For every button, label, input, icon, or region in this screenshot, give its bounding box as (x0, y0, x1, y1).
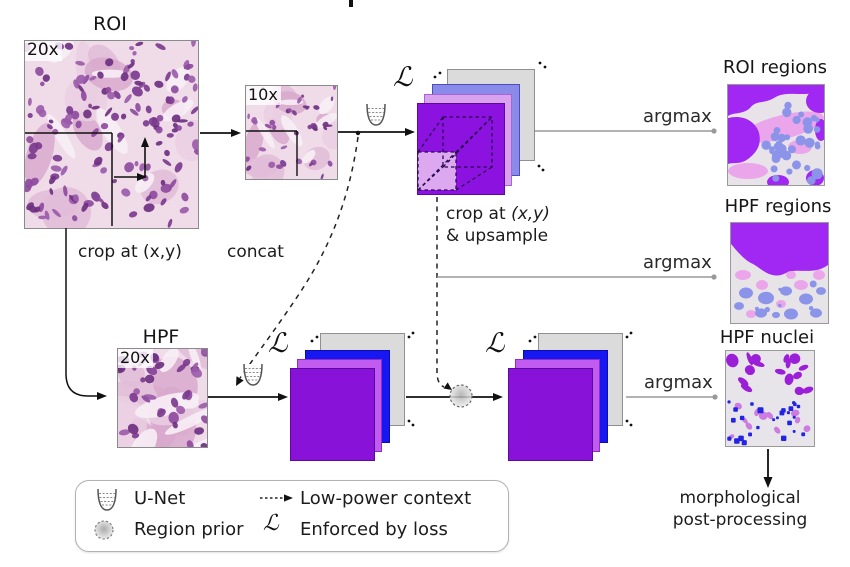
loss-symbol-hpf: ℒ (268, 328, 288, 359)
hpf-mag-label: 20x (118, 349, 153, 368)
argmax-line-hpf-nuclei (626, 394, 718, 400)
argmax-line-roi (535, 128, 717, 134)
cropped-caption-mark (349, 0, 353, 7)
legend-box: U-Net Region prior Low-power context ℒ E… (75, 480, 509, 552)
legend-unet-label: U-Net (134, 488, 186, 509)
argmax-label-hpf-nuclei: argmax (644, 372, 713, 393)
roi-regions-map (727, 84, 825, 186)
concat-label: concat (227, 242, 284, 262)
stack1-layer-purple (417, 103, 505, 195)
hpf-histology-image (117, 348, 208, 448)
postprocessing-line1: morphological (679, 488, 801, 508)
hpf-regions-map (730, 222, 829, 324)
legend-low-power-label: Low-power context (300, 488, 472, 509)
stack3-layer-purple (508, 368, 593, 461)
lowres-mag-label: 10x (246, 86, 281, 105)
hpf-title: HPF (142, 326, 180, 348)
loss-symbol: ℒ (393, 62, 413, 93)
roi-histology-image (24, 40, 199, 229)
postprocessing-line2: post-processing (672, 510, 808, 530)
roi-crop-label: crop at (x,y) (78, 242, 182, 262)
roi-mag-label: 20x (25, 41, 62, 61)
stack2-to-stack3-arrow (406, 393, 503, 401)
hpf-nuclei-title: HPF nuclei (719, 327, 815, 348)
argmax-label-hpf-regions: argmax (643, 252, 712, 273)
crop-upsample-line2: & upsample (446, 226, 549, 246)
low-power-arrow-icon (260, 494, 293, 502)
stack2-layer-purple (290, 368, 375, 461)
nuclei-to-post-arrow (763, 449, 773, 488)
postprocessing-label: morphological post-processing (640, 487, 840, 531)
unet-icon (363, 102, 389, 133)
crop-upsample-prefix: crop at (446, 204, 506, 224)
roi-regions-title: ROI regions (722, 57, 827, 78)
roi-title: ROI (93, 13, 127, 35)
crop-upsample-label: crop at (x,y) & upsample (446, 203, 586, 247)
legend-enforced-label: Enforced by loss (300, 519, 448, 540)
roi-to-lowres-arrow (200, 129, 241, 137)
unet-legend-icon (94, 487, 120, 518)
crop-upsample-xy: (x,y) (511, 204, 550, 224)
unet-icon-hpf (240, 362, 266, 393)
region-prior-node (449, 384, 473, 408)
region-prior-legend-icon (93, 519, 115, 545)
hpf-nuclei-map (725, 350, 815, 447)
loss-legend-icon: ℒ (263, 511, 279, 536)
legend-region-prior-label: Region prior (134, 519, 244, 540)
argmax-label-roi: argmax (643, 106, 712, 127)
loss-symbol-fused: ℒ (485, 328, 505, 359)
hpf-regions-title: HPF regions (724, 196, 832, 217)
argmax-line-hpf-regions (437, 274, 717, 280)
hpf-to-stack2-arrow (208, 393, 288, 401)
